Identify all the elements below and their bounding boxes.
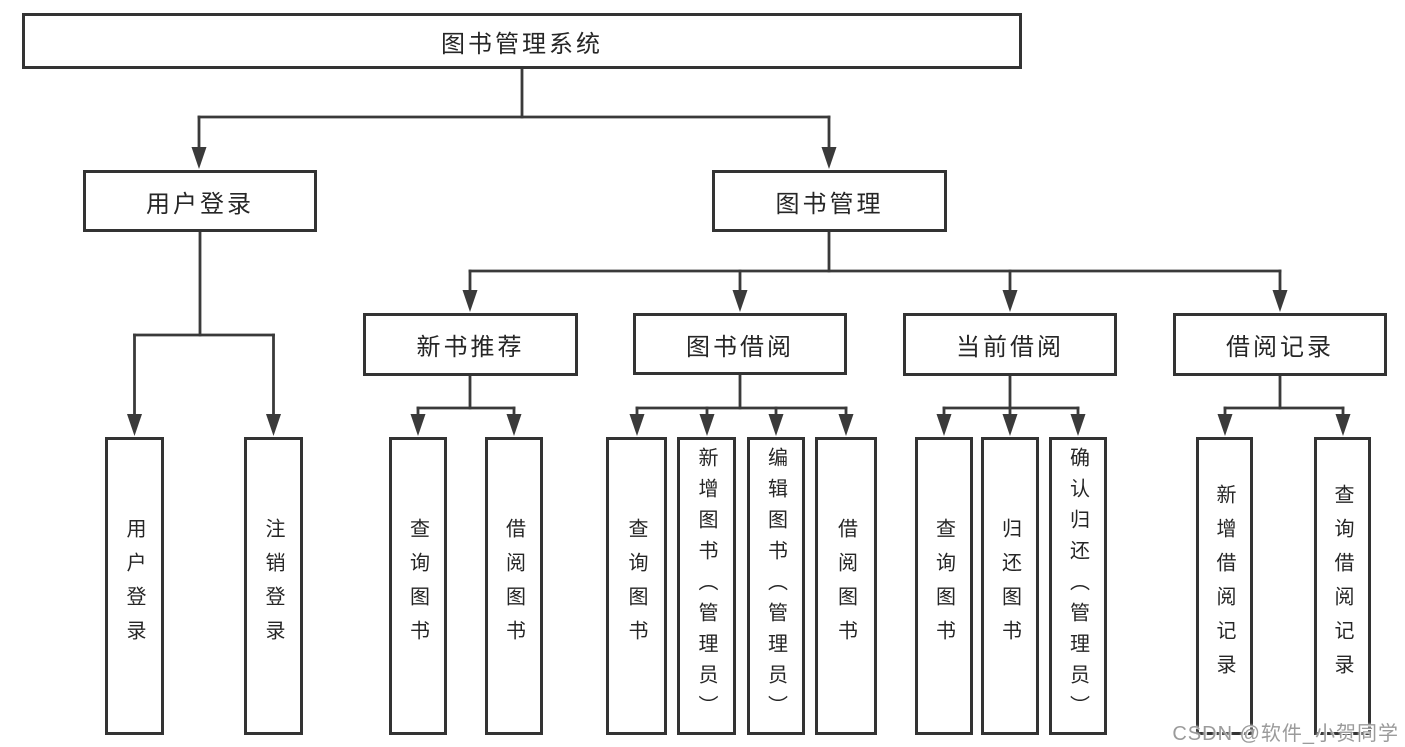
leaf-query-books-borrowing: 查询图书: [606, 437, 667, 735]
leaf-query-borrow-record: 查询借阅记录: [1314, 437, 1371, 735]
node-user-login: 用户登录: [83, 170, 317, 232]
node-book-management: 图书管理: [712, 170, 947, 232]
node-current-borrowing: 当前借阅: [903, 313, 1117, 376]
leaf-borrow-books-borrowing: 借阅图书: [815, 437, 877, 735]
node-new-book-recommend: 新书推荐: [363, 313, 578, 376]
leaf-borrow-books-recommend: 借阅图书: [485, 437, 543, 735]
watermark-text: CSDN @软件_小贺同学: [1172, 723, 1399, 745]
leaf-add-borrow-record: 新增借阅记录: [1196, 437, 1253, 735]
leaf-add-book-admin: 新增图书（管理员）: [677, 437, 736, 735]
leaf-logout: 注销登录: [244, 437, 303, 735]
node-book-borrowing: 图书借阅: [633, 313, 847, 375]
leaf-query-books-recommend: 查询图书: [389, 437, 447, 735]
leaf-edit-book-admin: 编辑图书（管理员）: [747, 437, 805, 735]
leaf-user-login: 用户登录: [105, 437, 164, 735]
leaf-confirm-return-admin: 确认归还（管理员）: [1049, 437, 1107, 735]
node-borrow-records: 借阅记录: [1173, 313, 1387, 376]
node-root: 图书管理系统: [22, 13, 1022, 69]
leaf-query-books-current: 查询图书: [915, 437, 973, 735]
leaf-return-book: 归还图书: [981, 437, 1039, 735]
